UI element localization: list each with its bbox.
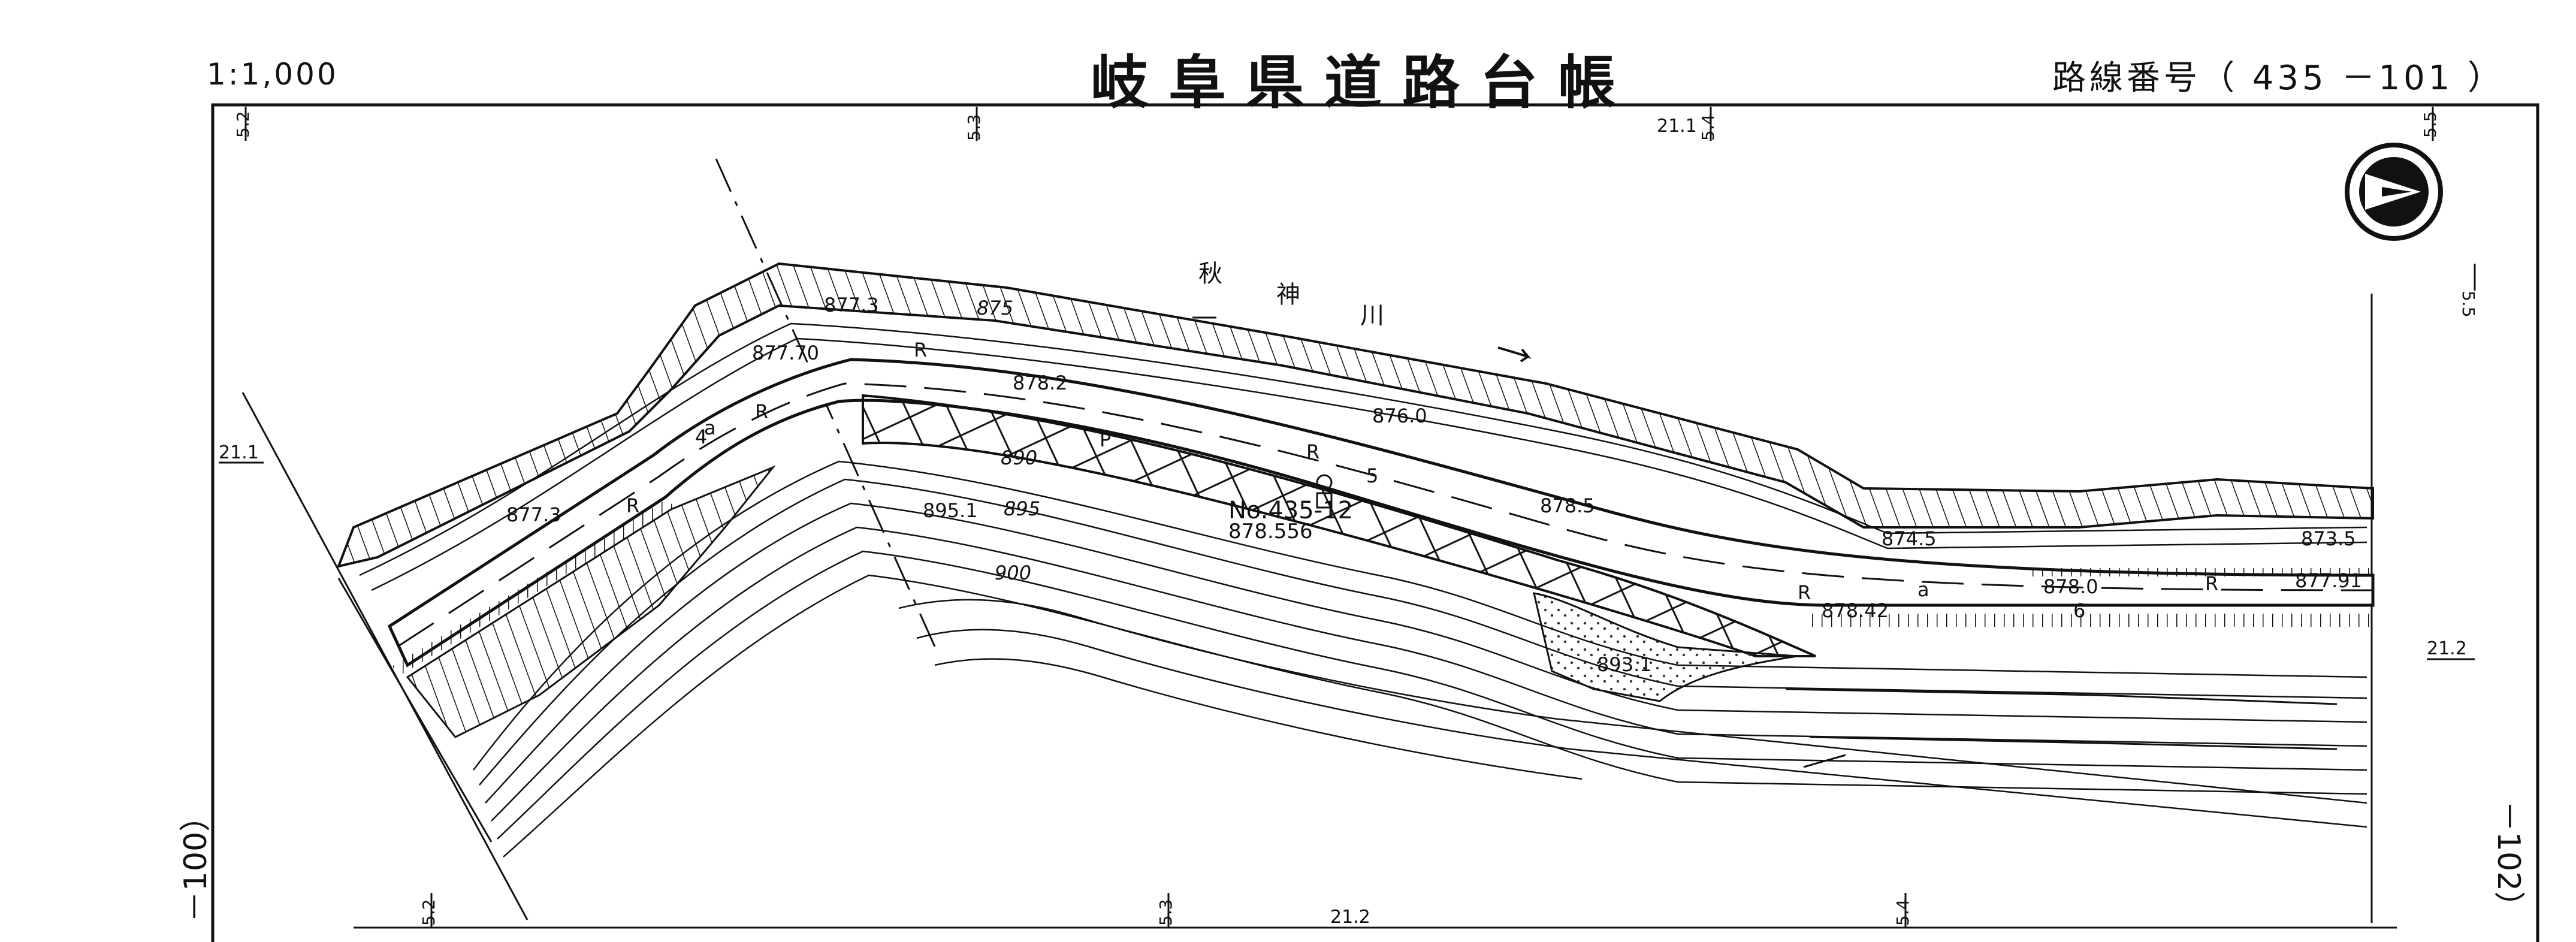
- grid-label: 21.1: [219, 442, 259, 463]
- grid-label: 5.2: [233, 111, 253, 138]
- grid-label: 5.4: [1698, 114, 1718, 141]
- road-mark: 4: [695, 425, 707, 448]
- lower-contours: [473, 460, 2367, 858]
- elevation-label: 876.0: [1372, 404, 1427, 427]
- elevation-label: 875: [977, 297, 1013, 319]
- elevation-label: 895.1: [923, 499, 978, 522]
- north-arrow-icon: [2345, 143, 2443, 241]
- benchmark-elevation: 878.556: [1228, 520, 1313, 544]
- grid-label: 21.1: [1657, 116, 1697, 137]
- route-number: 路線番号（ 435 －101 ）: [2052, 59, 2505, 98]
- grid-label: 5.2: [419, 899, 439, 926]
- map-frame: [211, 103, 2539, 942]
- elevation-label: 890: [1001, 446, 1037, 469]
- grid-lines: [354, 316, 2397, 929]
- contour-lines: [359, 322, 2367, 591]
- grid-label: 5.4: [1893, 899, 1913, 926]
- elevation-label: 877.3: [824, 294, 879, 316]
- elevation-label: 878.2: [1013, 372, 1068, 394]
- flow-direction-icon: [1497, 346, 1532, 363]
- elevation-label: 878.0: [2043, 575, 2098, 598]
- road-centerline: [398, 382, 2373, 647]
- map-scale: 1:1,000: [207, 57, 339, 92]
- gravel-area: [1533, 592, 1798, 702]
- road-mark: R: [1306, 440, 1319, 463]
- guard-rail: [392, 498, 675, 677]
- elevation-label: 900: [995, 561, 1031, 584]
- road-mark: P: [1100, 428, 1111, 451]
- riverbed-lines: [1785, 688, 2338, 768]
- road-mark: a: [704, 416, 716, 439]
- river-name: 秋: [1198, 260, 1222, 288]
- elevation-label: 895: [1004, 497, 1040, 520]
- elevation-label: 874.5: [1882, 527, 1937, 550]
- river-bank-slope: [336, 262, 2374, 568]
- road-mark: R: [1798, 581, 1811, 604]
- cut-slope: [406, 465, 776, 738]
- elevation-label: 893.1: [1597, 653, 1652, 676]
- river-name: 川: [1360, 302, 1384, 330]
- elevation-label: 877.91: [2295, 569, 2362, 592]
- grid-label: 5.5: [2420, 111, 2440, 138]
- road-mark: R: [755, 400, 768, 423]
- grid-label: 5.3: [964, 114, 984, 141]
- road-mark: R: [626, 494, 639, 517]
- grid-label: 5.3: [1156, 899, 1176, 926]
- elevation-label: 878.42: [1822, 599, 1889, 622]
- elevation-label: 873.5: [2301, 527, 2356, 550]
- road-mark: R: [2205, 572, 2218, 595]
- grid-label: 5.5: [2459, 291, 2478, 318]
- road-mark: a: [1917, 578, 1929, 601]
- elevation-label: 878.5: [1540, 494, 1595, 517]
- river-name: 神: [1276, 281, 1300, 309]
- elevation-label: 877.3: [506, 503, 561, 526]
- road-mark: 5: [1366, 464, 1378, 487]
- grid-label: 21.2: [1330, 907, 1370, 928]
- grid-ticks: [219, 107, 2476, 928]
- road-mark: 6: [2073, 599, 2085, 622]
- benchmark-icon: [1316, 474, 1333, 509]
- grid-label: 21.2: [2427, 638, 2467, 659]
- road-mark: R: [914, 339, 927, 361]
- elevation-label: 877.70: [752, 342, 819, 364]
